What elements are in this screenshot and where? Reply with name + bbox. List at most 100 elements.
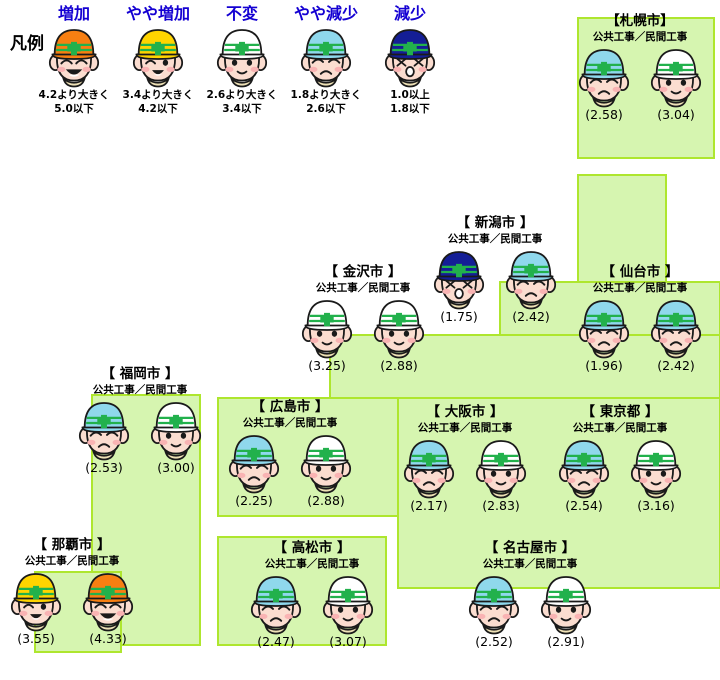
- private-works-value: (2.42): [512, 309, 550, 325]
- city-group-naha: 【 那覇市 】 公共工事／民間工事 (3.55): [0, 537, 147, 647]
- public-works-value: (1.96): [585, 358, 623, 374]
- legend-range-line1: 2.6より大きく: [206, 89, 278, 101]
- worker-figure-icon: [10, 573, 62, 632]
- worker-icon: [225, 430, 283, 494]
- worker-figure-icon: [301, 300, 353, 359]
- worker-figure-icon: [322, 576, 374, 635]
- private-works-figure: (3.16): [627, 435, 685, 513]
- worker-figure-icon: [82, 573, 134, 632]
- worker-icon: [555, 435, 613, 499]
- worker-figure-icon: [132, 29, 184, 88]
- worker-figure-icon: [578, 300, 630, 359]
- public-works-value: (2.58): [585, 107, 623, 123]
- private-works-value: (4.33): [89, 631, 127, 647]
- public-works-figure: (1.96): [575, 295, 633, 373]
- public-works-value: (2.52): [475, 634, 513, 650]
- public-works-value: (2.17): [410, 498, 448, 514]
- private-works-figure: (2.91): [537, 571, 595, 649]
- public-works-value: (2.25): [235, 493, 273, 509]
- public-works-value: (3.25): [308, 358, 346, 374]
- city-name: 【 広島市 】: [251, 399, 329, 415]
- city-group-niigata: 【 新潟市 】 公共工事／民間工事 (1.75): [420, 215, 570, 324]
- worker-slight-decrease-icon: [280, 24, 372, 88]
- city-worktypes: 公共工事／民間工事: [447, 232, 543, 245]
- legend-title: 減少: [393, 4, 426, 23]
- legend-range-line1: 4.2より大きく: [38, 89, 110, 101]
- city-worktypes: 公共工事／民間工事: [592, 30, 688, 43]
- private-works-value: (2.88): [380, 358, 418, 374]
- worker-figure-icon: [558, 440, 610, 499]
- public-works-figure: (2.17): [400, 435, 458, 513]
- worker-icon: [575, 44, 633, 108]
- worker-icon: [298, 295, 356, 359]
- private-works-value: (3.16): [637, 498, 675, 514]
- city-group-fukuoka: 【 福岡市 】 公共工事／民間工事 (2.53): [65, 366, 215, 475]
- city-worktypes: 公共工事／民間工事: [572, 421, 668, 434]
- public-works-figure: (2.47): [247, 571, 305, 649]
- city-worktypes: 公共工事／民間工事: [24, 554, 120, 567]
- worker-icon: [575, 295, 633, 359]
- public-works-figure: (2.58): [575, 44, 633, 122]
- worker-figure-icon: [250, 576, 302, 635]
- public-works-figure: (2.52): [465, 571, 523, 649]
- private-works-figure: (3.07): [319, 571, 377, 649]
- city-name: 【 名古屋市 】: [484, 540, 576, 556]
- legend-title: 不変: [225, 4, 258, 23]
- public-works-value: (3.55): [17, 631, 55, 647]
- public-works-value: (2.53): [85, 460, 123, 476]
- city-name: 【 金沢市 】: [324, 264, 402, 280]
- private-works-figure: (3.00): [147, 397, 205, 475]
- worker-figure-icon: [300, 435, 352, 494]
- worker-figure-icon: [540, 576, 592, 635]
- legend-range-line2: 4.2以下: [138, 103, 178, 116]
- public-works-value: (1.75): [440, 309, 478, 325]
- legend-range-line1: 1.0以上: [390, 89, 430, 101]
- city-name: 【 仙台市 】: [601, 264, 679, 280]
- worker-icon: [75, 397, 133, 461]
- city-name: 【 東京都 】: [581, 404, 659, 420]
- city-group-osaka: 【 大阪市 】 公共工事／民間工事 (2.17): [390, 404, 540, 513]
- worker-figure-icon: [300, 29, 352, 88]
- legend-item-decrease: 減少 1.0以上 1.8以下: [364, 6, 456, 116]
- city-group-sendai: 【 仙台市 】 公共工事／民間工事 (1.96): [565, 264, 715, 373]
- worker-decrease-icon: [364, 24, 456, 88]
- private-works-figure: (2.42): [502, 246, 560, 324]
- city-group-takamatsu: 【 高松市 】 公共工事／民間工事 (2.47): [237, 540, 387, 649]
- legend-range-line2: 1.8以下: [390, 103, 430, 116]
- legend-title: やや減少: [293, 4, 358, 23]
- private-works-figure: (2.83): [472, 435, 530, 513]
- worker-figure-icon: [216, 29, 268, 88]
- public-works-figure: (1.75): [430, 246, 488, 324]
- worker-icon: [472, 435, 530, 499]
- city-name: 【 高松市 】: [273, 540, 351, 556]
- private-works-value: (2.83): [482, 498, 520, 514]
- public-works-value: (2.54): [565, 498, 603, 514]
- private-works-value: (2.91): [547, 634, 585, 650]
- worker-icon: [247, 571, 305, 635]
- legend-item-slight-increase: やや増加 3.4より大きく 4.2以下: [112, 6, 204, 116]
- worker-icon: [400, 435, 458, 499]
- worker-figure-icon: [403, 440, 455, 499]
- city-name: 【 福岡市 】: [101, 366, 179, 382]
- worker-figure-icon: [475, 440, 527, 499]
- city-group-nagoya: 【 名古屋市 】 公共工事／民間工事 (2.52): [455, 540, 605, 649]
- public-works-figure: (2.53): [75, 397, 133, 475]
- worker-icon: [502, 246, 560, 310]
- city-name: 【 大阪市 】: [426, 404, 504, 420]
- legend: 凡例 増加 4.2より大きく 5.0以下 やや増加: [0, 0, 440, 150]
- worker-icon: [297, 430, 355, 494]
- city-group-tokyo: 【 東京都 】 公共工事／民間工事 (2.54): [545, 404, 695, 514]
- city-worktypes: 公共工事／民間工事: [264, 557, 360, 570]
- worker-icon: [319, 571, 377, 635]
- city-worktypes: 公共工事／民間工事: [592, 281, 688, 294]
- city-name: 【 新潟市 】: [456, 215, 534, 231]
- worker-figure-icon: [650, 49, 702, 108]
- worker-icon: [627, 435, 685, 499]
- legend-range-line1: 3.4より大きく: [122, 89, 194, 101]
- legend-range-line2: 2.6以下: [306, 103, 346, 116]
- worker-icon: [430, 246, 488, 310]
- private-works-figure: (2.88): [297, 430, 355, 508]
- worker-figure-icon: [433, 251, 485, 310]
- worker-slight-increase-icon: [112, 24, 204, 88]
- worker-figure-icon: [468, 576, 520, 635]
